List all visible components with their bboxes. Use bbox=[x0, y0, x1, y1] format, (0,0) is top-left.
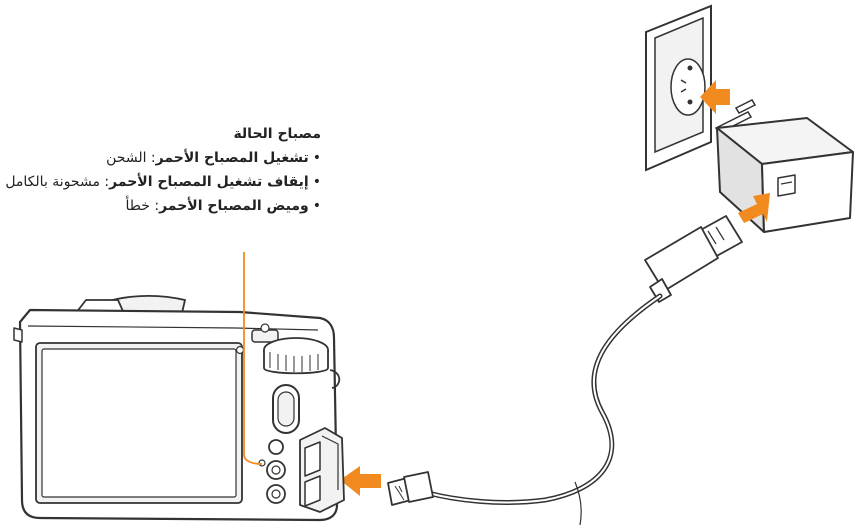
camera bbox=[14, 296, 344, 520]
usb-cable bbox=[428, 296, 660, 502]
wall-outlet bbox=[646, 6, 711, 170]
micro-usb-plug bbox=[388, 472, 433, 505]
camera-plug-arrow bbox=[340, 466, 381, 496]
usb-power-adapter bbox=[717, 118, 853, 232]
usb-a-plug bbox=[645, 216, 742, 302]
